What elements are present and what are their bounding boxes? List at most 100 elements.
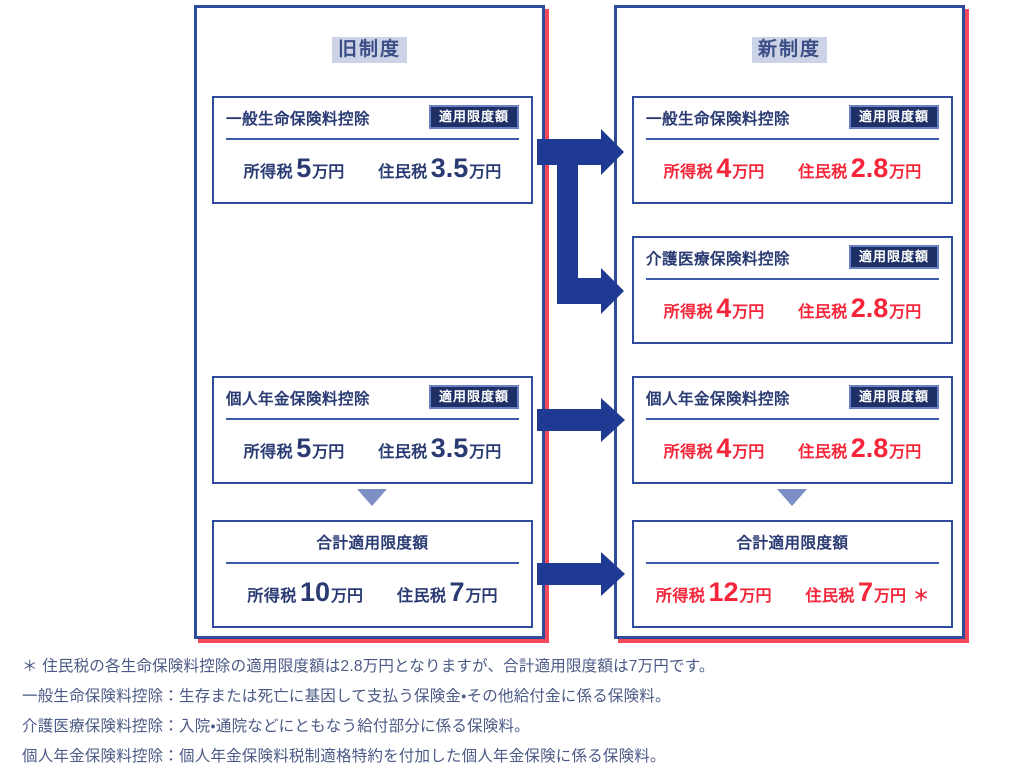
amount-number: 12 (708, 576, 739, 607)
amount-kind: 住民税 (798, 163, 848, 181)
amount-resident-tax: 住民税 2.8 万円 (798, 293, 921, 324)
card-head: 個人年金保険料控除 適用限度額 (646, 378, 939, 420)
amount-kind: 住民税 (378, 163, 428, 181)
amount-unit: 万円 (874, 587, 907, 605)
card-label: 個人年金保険料控除 (646, 391, 791, 408)
panel-new-system: 新制度 一般生命保険料控除 適用限度額 所得税 4 万円 住民税 2.8 万円 (614, 5, 965, 639)
amount-unit: 万円 (732, 303, 765, 321)
amount-kind: 住民税 (798, 443, 848, 461)
card-body: 所得税 4 万円 住民税 2.8 万円 (634, 280, 951, 336)
amount-income-tax: 所得税 4 万円 (664, 293, 765, 324)
amount-resident-tax: 住民税 2.8 万円 (798, 153, 921, 184)
amount-unit: 万円 (889, 303, 922, 321)
card-new-pension: 個人年金保険料控除 適用限度額 所得税 4 万円 住民税 2.8 万円 (632, 376, 953, 484)
card-label: 一般生命保険料控除 (646, 111, 791, 128)
panel-old-system: 旧制度 一般生命保険料控除 適用限度額 所得税 5 万円 住民税 3.5 万円 (194, 5, 545, 639)
amount-income-tax: 所得税 4 万円 (664, 153, 765, 184)
card-old-pension: 個人年金保険料控除 適用限度額 所得税 5 万円 住民税 3.5 万円 (212, 376, 533, 484)
amount-resident-tax: 住民税 7 万円 ＊ (806, 577, 930, 608)
card-old-total: 合計適用限度額 所得税 10 万円 住民税 7 万円 (212, 520, 533, 628)
amount-number: 3.5 (430, 152, 469, 183)
amount-number: 5 (296, 432, 312, 463)
straight-arrow-pension (537, 398, 625, 442)
amount-unit: 万円 (732, 163, 765, 181)
amount-kind: 所得税 (247, 587, 297, 605)
limit-badge: 適用限度額 (428, 385, 519, 409)
card-head: 個人年金保険料控除 適用限度額 (226, 378, 519, 420)
amount-kind: 所得税 (655, 587, 706, 605)
amount-unit: 万円 (469, 163, 502, 181)
card-body: 所得税 12 万円 住民税 7 万円 ＊ (634, 564, 951, 620)
down-triangle-icon (777, 489, 807, 506)
amount-income-tax: 所得税 5 万円 (244, 153, 345, 184)
amount-unit: 万円 (889, 163, 922, 181)
card-body: 所得税 5 万円 住民税 3.5 万円 (214, 140, 531, 196)
panel-title-new: 新制度 (617, 34, 962, 63)
amount-number: 7 (449, 576, 465, 607)
amount-number: 10 (299, 576, 330, 607)
amount-unit: 万円 (469, 443, 502, 461)
amount-resident-tax: 住民税 3.5 万円 (378, 153, 501, 184)
amount-kind: 住民税 (378, 443, 428, 461)
footnote-line: 介護医療保険料控除：入院・通院などにともなう給付部分に係る保険料。 (22, 718, 530, 735)
amount-kind: 所得税 (663, 443, 714, 461)
amount-number: 2.8 (850, 432, 889, 463)
branch-arrow-general-to-two (537, 129, 624, 314)
amount-number: 4 (716, 152, 732, 183)
down-triangle-icon (357, 489, 387, 506)
amount-income-tax: 所得税 5 万円 (244, 433, 345, 464)
card-body: 所得税 4 万円 住民税 2.8 万円 (634, 420, 951, 476)
amount-unit: 万円 (732, 443, 765, 461)
card-head: 介護医療保険料控除 適用限度額 (646, 238, 939, 280)
card-head: 一般生命保険料控除 適用限度額 (646, 98, 939, 140)
amount-resident-tax: 住民税 7 万円 (397, 577, 498, 608)
amount-unit: 万円 (312, 163, 345, 181)
limit-badge: 適用限度額 (428, 105, 519, 129)
panel-title-new-text: 新制度 (751, 37, 827, 63)
amount-unit: 万円 (889, 443, 922, 461)
footnote-line: 個人年金保険料控除：個人年金保険料税制適格特約を付加した個人年金保険に係る保険料… (22, 748, 666, 765)
footnote-line: ＊ 住民税の各生命保険料控除の適用限度額は2.8万円となりますが、合計適用限度額… (22, 658, 715, 675)
amount-kind: 住民税 (798, 303, 848, 321)
amount-kind: 所得税 (243, 443, 294, 461)
straight-arrow-total (537, 552, 625, 596)
amount-number: 4 (716, 432, 732, 463)
card-label: 合計適用限度額 (736, 535, 849, 552)
footnotes: ＊ 住民税の各生命保険料控除の適用限度額は2.8万円となりますが、合計適用限度額… (22, 652, 1002, 772)
card-label: 介護医療保険料控除 (646, 251, 791, 268)
card-body: 所得税 10 万円 住民税 7 万円 (214, 564, 531, 620)
panel-title-old: 旧制度 (197, 34, 542, 63)
card-body: 所得税 5 万円 住民税 3.5 万円 (214, 420, 531, 476)
card-new-general: 一般生命保険料控除 適用限度額 所得税 4 万円 住民税 2.8 万円 (632, 96, 953, 204)
amount-unit: 万円 (330, 587, 363, 605)
amount-number: 2.8 (850, 152, 889, 183)
amount-income-tax: 所得税 4 万円 (664, 433, 765, 464)
amount-kind: 所得税 (663, 163, 714, 181)
limit-badge: 適用限度額 (848, 105, 939, 129)
card-new-total: 合計適用限度額 所得税 12 万円 住民税 7 万円 ＊ (632, 520, 953, 628)
amount-kind: 所得税 (243, 163, 294, 181)
card-new-care-medical: 介護医療保険料控除 適用限度額 所得税 4 万円 住民税 2.8 万円 (632, 236, 953, 344)
amount-income-tax: 所得税 12 万円 (656, 577, 772, 608)
amount-asterisk: ＊ (913, 587, 930, 605)
card-head: 一般生命保険料控除 適用限度額 (226, 98, 519, 140)
limit-badge: 適用限度額 (848, 385, 939, 409)
amount-number: 5 (296, 152, 312, 183)
amount-unit: 万円 (465, 587, 498, 605)
card-body: 所得税 4 万円 住民税 2.8 万円 (634, 140, 951, 196)
amount-resident-tax: 住民税 2.8 万円 (798, 433, 921, 464)
card-old-general: 一般生命保険料控除 適用限度額 所得税 5 万円 住民税 3.5 万円 (212, 96, 533, 204)
amount-number: 4 (716, 292, 732, 323)
amount-kind: 住民税 (805, 587, 856, 605)
footnote-line: 一般生命保険料控除：生存または死亡に基因して支払う保険金・その他給付金に係る保険… (22, 688, 671, 705)
amount-number: 3.5 (430, 432, 469, 463)
amount-income-tax: 所得税 10 万円 (247, 577, 363, 608)
card-label: 個人年金保険料控除 (226, 391, 371, 408)
card-head: 合計適用限度額 (226, 522, 519, 564)
amount-kind: 所得税 (663, 303, 714, 321)
panel-title-old-text: 旧制度 (331, 37, 407, 63)
limit-badge: 適用限度額 (848, 245, 939, 269)
amount-unit: 万円 (739, 587, 772, 605)
